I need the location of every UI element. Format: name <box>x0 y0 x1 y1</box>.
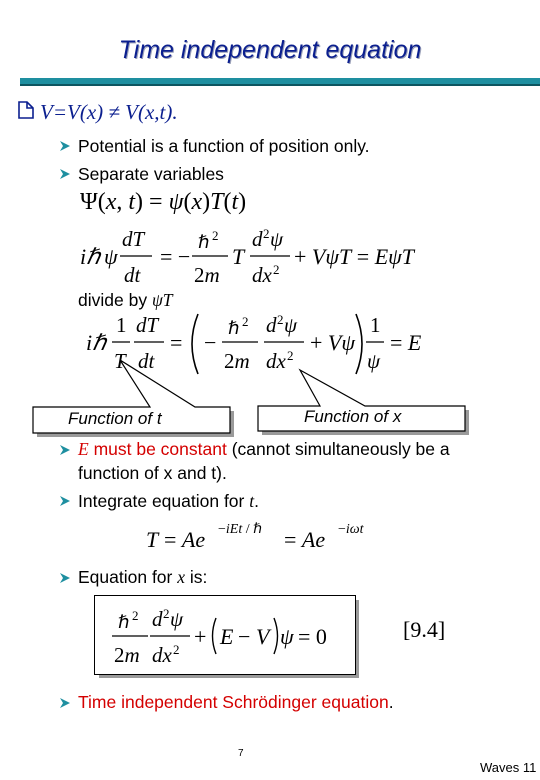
divide-by-variable: ψT <box>151 290 173 310</box>
svg-text:1: 1 <box>370 313 381 337</box>
arrow-bullet-icon <box>60 445 70 455</box>
svg-text:V: V <box>256 624 272 649</box>
svg-text:2: 2 <box>212 228 219 243</box>
divide-by-line: divide by ψT <box>78 290 173 311</box>
svg-text:−: − <box>238 624 250 649</box>
tise-highlight: Time independent Schrödinger equation <box>78 692 389 712</box>
svg-text:ψ: ψ <box>280 624 294 649</box>
svg-text:ψ: ψ <box>104 244 118 269</box>
svg-text:T: T <box>146 527 160 552</box>
svg-text:= −: = − <box>160 244 190 269</box>
svg-text:dx: dx <box>252 263 273 287</box>
bullet-tise: Time independent Schrödinger equation. <box>78 692 394 713</box>
bullet-e-constant: E must be constant (cannot simultaneousl… <box>78 439 450 460</box>
equation-for-suffix: is: <box>185 567 208 587</box>
svg-text:= E: = E <box>390 330 422 355</box>
e-constant-rest: (cannot simultaneously be a <box>226 439 450 459</box>
svg-text:1: 1 <box>116 313 127 337</box>
svg-text:2: 2 <box>273 262 280 277</box>
svg-text:ψ: ψ <box>270 227 284 251</box>
svg-text:−iωt: −iωt <box>338 522 365 537</box>
svg-text:2: 2 <box>287 348 294 363</box>
svg-text:2: 2 <box>277 312 284 327</box>
integrate-variable: t <box>249 491 255 511</box>
svg-text:iℏ: iℏ <box>80 244 102 269</box>
title-divider <box>20 78 540 86</box>
callout-left-shape <box>32 359 231 434</box>
svg-text:= Ae: = Ae <box>284 527 325 552</box>
svg-text:d: d <box>252 227 263 251</box>
integrate-suffix: . <box>254 491 259 511</box>
bullet-separate: Separate variables <box>78 164 224 184</box>
svg-text:dt: dt <box>124 263 142 287</box>
svg-text:2: 2 <box>163 606 170 621</box>
arrow-bullet-icon <box>60 169 70 179</box>
svg-text:2: 2 <box>263 226 270 241</box>
svg-text:+ Vψ: + Vψ <box>310 330 355 355</box>
document-icon <box>18 101 34 119</box>
page-number: 7 <box>238 748 244 759</box>
arrow-bullet-icon <box>60 141 70 151</box>
bullet-equation-for-x: Equation for x is: <box>78 567 207 588</box>
svg-text:dx: dx <box>266 349 287 373</box>
svg-text:ℏ: ℏ <box>118 612 129 632</box>
equation-number: [9.4] <box>403 617 446 642</box>
main-point: V=V(x) ≠ V(x,t). <box>40 100 178 124</box>
svg-text:−iEt / ℏ: −iEt / ℏ <box>218 522 262 537</box>
e-constant-highlight: must be constant <box>88 439 227 459</box>
svg-text:Ψ(x, t) = ψ(x)T(t): Ψ(x, t) = ψ(x)T(t) <box>80 189 246 215</box>
arrow-bullet-icon <box>60 496 70 506</box>
svg-text:dT: dT <box>136 313 160 337</box>
svg-text:= Ae: = Ae <box>164 527 205 552</box>
svg-text:dT: dT <box>122 227 146 251</box>
arrow-bullet-icon <box>60 573 70 583</box>
svg-text:ℏ: ℏ <box>228 318 239 338</box>
svg-text:ψ: ψ <box>367 349 381 373</box>
svg-text:iℏ: iℏ <box>86 330 108 355</box>
svg-text:2: 2 <box>173 642 180 657</box>
divide-by-text: divide by <box>78 290 152 310</box>
svg-text:2: 2 <box>242 314 249 329</box>
callout-right-shape <box>257 368 466 432</box>
bullet-e-constant-line2: function of x and t). <box>78 463 227 483</box>
footer-label: Waves 11 <box>480 760 537 775</box>
svg-text:ℏ: ℏ <box>198 232 209 252</box>
svg-text:ψ: ψ <box>284 313 298 337</box>
slide-title: Time independent equation <box>118 36 422 64</box>
tise-suffix: . <box>388 692 394 712</box>
svg-text:dx: dx <box>152 643 173 667</box>
equation-for-variable: x <box>177 567 186 587</box>
tise-box <box>94 595 356 675</box>
svg-text:2m: 2m <box>224 349 250 373</box>
svg-text:2: 2 <box>132 608 139 623</box>
svg-text:+: + <box>194 624 206 649</box>
energy-symbol: E <box>78 439 89 459</box>
callout-right-label: Function of x <box>304 407 402 426</box>
callout-left-label: Function of t <box>68 409 162 428</box>
arrow-bullet-icon <box>60 698 70 708</box>
svg-text:E: E <box>219 624 234 649</box>
svg-text:2m: 2m <box>194 263 220 287</box>
svg-text:+ VψT = EψT: + VψT = EψT <box>294 244 416 269</box>
equation-for-text: Equation for <box>78 567 178 587</box>
svg-text:T: T <box>232 244 246 269</box>
bullet-potential: Potential is a function of position only… <box>78 136 370 156</box>
svg-text:d: d <box>266 313 277 337</box>
integrate-text: Integrate equation for <box>78 491 250 511</box>
bullet-integrate: Integrate equation for t. <box>78 491 259 512</box>
equation-time-solution: T = Ae −iEt / ℏ = Ae −iωt <box>146 522 365 552</box>
svg-text:−: − <box>204 330 216 355</box>
equation-separation: Ψ(x, t) = ψ(x)T(t) <box>80 189 246 215</box>
svg-text:=: = <box>170 330 182 355</box>
svg-text:dt: dt <box>138 349 156 373</box>
svg-text:2m: 2m <box>114 643 140 667</box>
svg-text:ψ: ψ <box>170 607 184 631</box>
svg-text:d: d <box>152 607 163 631</box>
svg-text:= 0: = 0 <box>298 624 327 649</box>
